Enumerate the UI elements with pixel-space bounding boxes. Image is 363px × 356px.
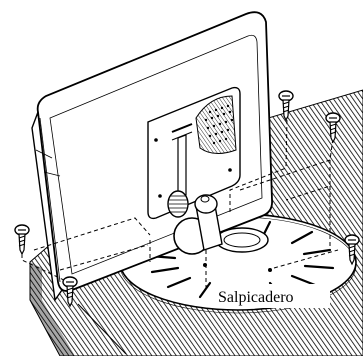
speaker-grill [195,95,237,154]
screw-icon [14,224,30,256]
bracket-screws [154,138,232,198]
screw-icon [344,234,360,266]
ball-joint-arm [167,190,223,255]
leader-line [77,303,127,355]
screw-icon [325,112,341,144]
screw-icon [62,276,78,308]
dashboard-label-group: Salpicadero [214,284,330,308]
screw-icon [278,90,294,122]
dashboard-label: Salpicadero [218,289,294,306]
